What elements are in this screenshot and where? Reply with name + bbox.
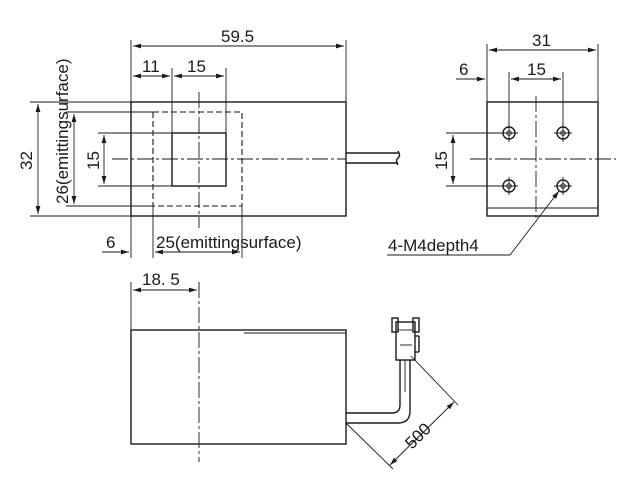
dim-line-500 bbox=[389, 401, 455, 466]
dim-label-side-hole-spacing-y: 15 bbox=[432, 151, 451, 170]
ext-line bbox=[410, 355, 459, 406]
dim-label-side-hole-offset: 6 bbox=[459, 60, 468, 79]
ext-line bbox=[345, 422, 394, 470]
thread-note: 4-M4depth4 bbox=[388, 236, 479, 255]
dim-label-side-overall-width: 31 bbox=[532, 31, 551, 50]
connector bbox=[391, 317, 420, 361]
side-view: 31 15 6 15 4-M4depth4 bbox=[387, 31, 616, 256]
dim-label-cable-length: 500 bbox=[401, 419, 434, 452]
mount-hole bbox=[554, 177, 572, 195]
bottom-cable bbox=[346, 360, 401, 414]
front-view: 59.5 11 15 32 26(emittingsurface) 15 6 2… bbox=[17, 27, 401, 258]
dim-label-front-emitting-height: 26(emittingsurface) bbox=[53, 58, 72, 204]
dim-label-front-offset-left: 11 bbox=[142, 57, 160, 76]
bottom-body-outline bbox=[130, 329, 347, 445]
front-cable-break bbox=[395, 150, 401, 166]
dim-label-side-hole-spacing-x: 15 bbox=[527, 60, 546, 79]
dim-label-front-emitting-width: 25(emittingsurface) bbox=[156, 233, 302, 252]
dim-label-front-window-height: 15 bbox=[84, 151, 103, 170]
bottom-view: 18. 5 500 bbox=[130, 270, 459, 470]
thread-leader-diag bbox=[509, 190, 560, 256]
dim-label-front-window-width: 15 bbox=[187, 57, 206, 76]
dim-label-front-bottom-offset: 6 bbox=[106, 233, 115, 252]
dim-label-front-overall-width: 59.5 bbox=[221, 27, 254, 46]
dim-label-front-overall-height: 32 bbox=[17, 151, 36, 170]
dim-label-bottom-offset: 18. 5 bbox=[142, 270, 180, 289]
